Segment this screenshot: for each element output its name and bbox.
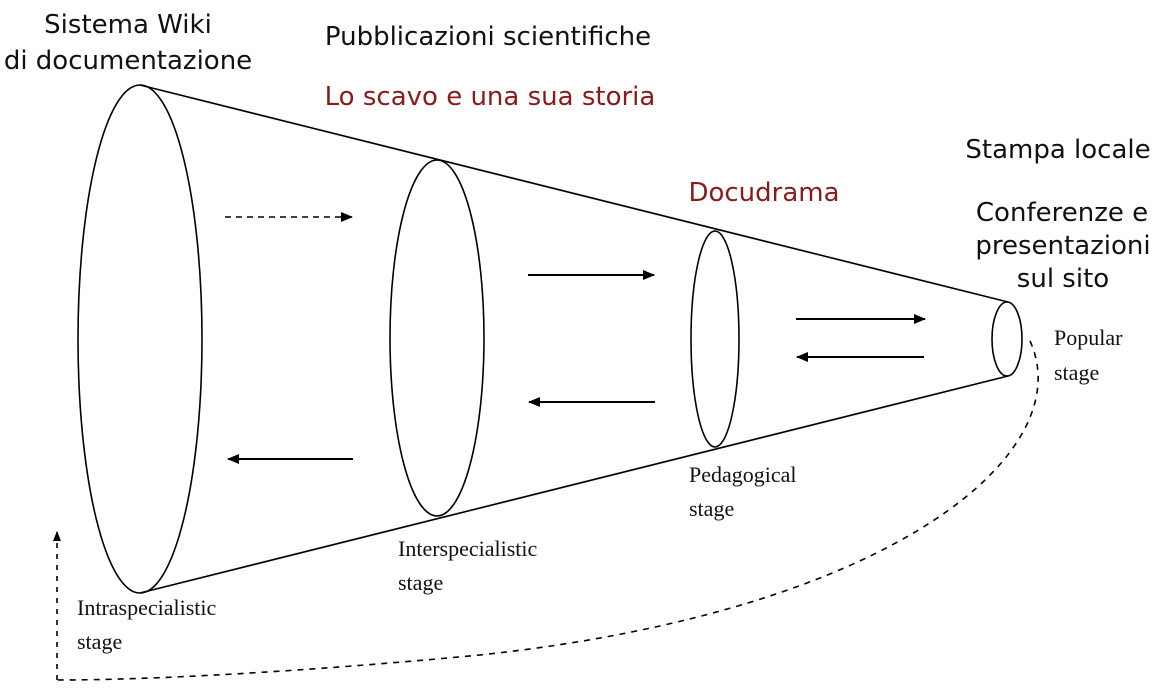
inter-stage-label-line1: Interspecialistic xyxy=(398,536,538,561)
inter-stage-label-line2: stage xyxy=(398,570,443,595)
wiki-label-line1: Sistema Wiki xyxy=(44,10,212,40)
peda-stage-label-line1: Pedagogical xyxy=(689,462,797,487)
ellipse-pedagogical xyxy=(690,230,740,448)
docudrama-label: Docudrama xyxy=(688,178,839,208)
conferenze-label-line3: sul sito xyxy=(1017,264,1109,294)
ellipse-interspecialistic xyxy=(389,159,485,517)
conferenze-label-line2: presentazioni xyxy=(975,231,1150,261)
publications-label: Pubblicazioni scientifiche xyxy=(325,22,651,52)
peda-stage-label-line2: stage xyxy=(689,496,734,521)
cone-bottom-edge xyxy=(139,375,1009,594)
intra-stage-label-line2: stage xyxy=(77,629,122,654)
conferenze-label-line1: Conferenze e xyxy=(976,198,1148,228)
dashed-return-curve xyxy=(56,340,1039,681)
cone-top-edge xyxy=(139,84,1009,303)
ellipse-popular xyxy=(991,301,1023,377)
intra-stage-label-line1: Intraspecialistic xyxy=(77,595,217,620)
ellipse-intraspecialistic xyxy=(77,84,203,594)
scavo-label: Lo scavo e una sua storia xyxy=(325,82,656,112)
popular-stage-label-line2: stage xyxy=(1054,360,1099,385)
wiki-label-line2: di documentazione xyxy=(4,46,252,76)
stampa-label: Stampa locale xyxy=(965,135,1150,165)
popular-stage-label-line1: Popular xyxy=(1054,325,1123,350)
